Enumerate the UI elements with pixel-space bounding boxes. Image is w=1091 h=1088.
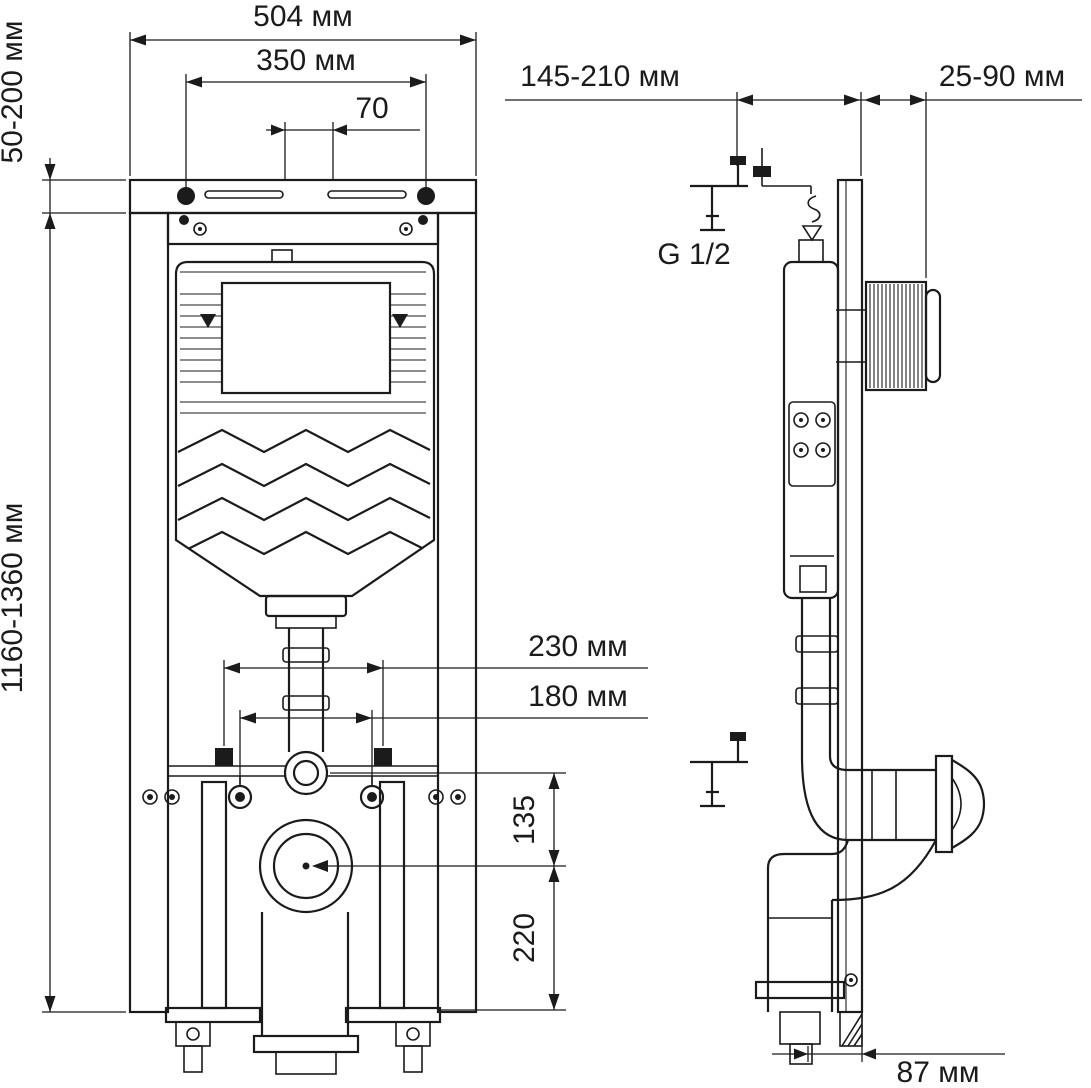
water-waves — [177, 428, 431, 556]
level-marker-right — [392, 314, 408, 328]
dim-label-fixing-inner: 180 мм — [528, 680, 628, 713]
wall-bracket-lower — [688, 730, 750, 808]
actuator-sleeve — [836, 280, 942, 392]
waste-spigot — [848, 754, 986, 854]
flush-pipe-front — [264, 594, 348, 752]
flush-pipe-side — [795, 598, 849, 842]
dim-label-drain-offset: 87 мм — [897, 1056, 980, 1088]
cistern-front — [174, 249, 436, 598]
rail-left — [128, 211, 170, 1014]
wall-bracket-top — [688, 154, 750, 232]
dim-label-outlet-to-drain: 135 — [508, 795, 541, 845]
inspection-window — [220, 281, 392, 395]
mount-bolt-left — [177, 187, 195, 205]
dim-label-mount-spacing: 350 мм — [256, 44, 356, 77]
supply-valve — [753, 166, 771, 177]
mount-bolt-right — [417, 187, 435, 205]
dim-label-wall-offset: 25-90 мм — [939, 60, 1065, 93]
front-frame — [128, 178, 478, 1014]
dim-label-depth-adjustment: 145-210 мм — [520, 60, 680, 93]
dim-label-fixing-outer: 230 мм — [528, 630, 628, 663]
dim-label-center-offset: 70 — [355, 92, 388, 125]
dim-label-frame-width: 504 мм — [253, 0, 353, 33]
rail-right — [436, 211, 478, 1014]
dim-label-top-adjustment: 50-200 мм — [0, 21, 29, 164]
side-rail — [836, 178, 864, 1047]
side-view — [688, 148, 986, 1065]
level-marker-left — [200, 314, 216, 328]
water-supply — [688, 148, 823, 808]
legs-feet — [164, 780, 442, 1073]
flow-symbol — [807, 195, 821, 223]
drain-front — [252, 818, 360, 1075]
cistern-side — [782, 239, 840, 600]
dim-label-frame-height: 1160-1360 мм — [0, 503, 29, 694]
label-water-connection: G 1/2 — [657, 238, 730, 271]
front-view — [128, 178, 478, 1075]
bracket-bar — [142, 748, 466, 810]
dimensions-side: 145-210 мм 25-90 мм G 1/2 87 мм — [505, 60, 1082, 1088]
dimensions-front: 504 мм 350 мм 70 50-200 мм 1160-1360 мм … — [0, 0, 648, 1013]
dim-label-drain-to-floor: 220 — [508, 913, 541, 963]
